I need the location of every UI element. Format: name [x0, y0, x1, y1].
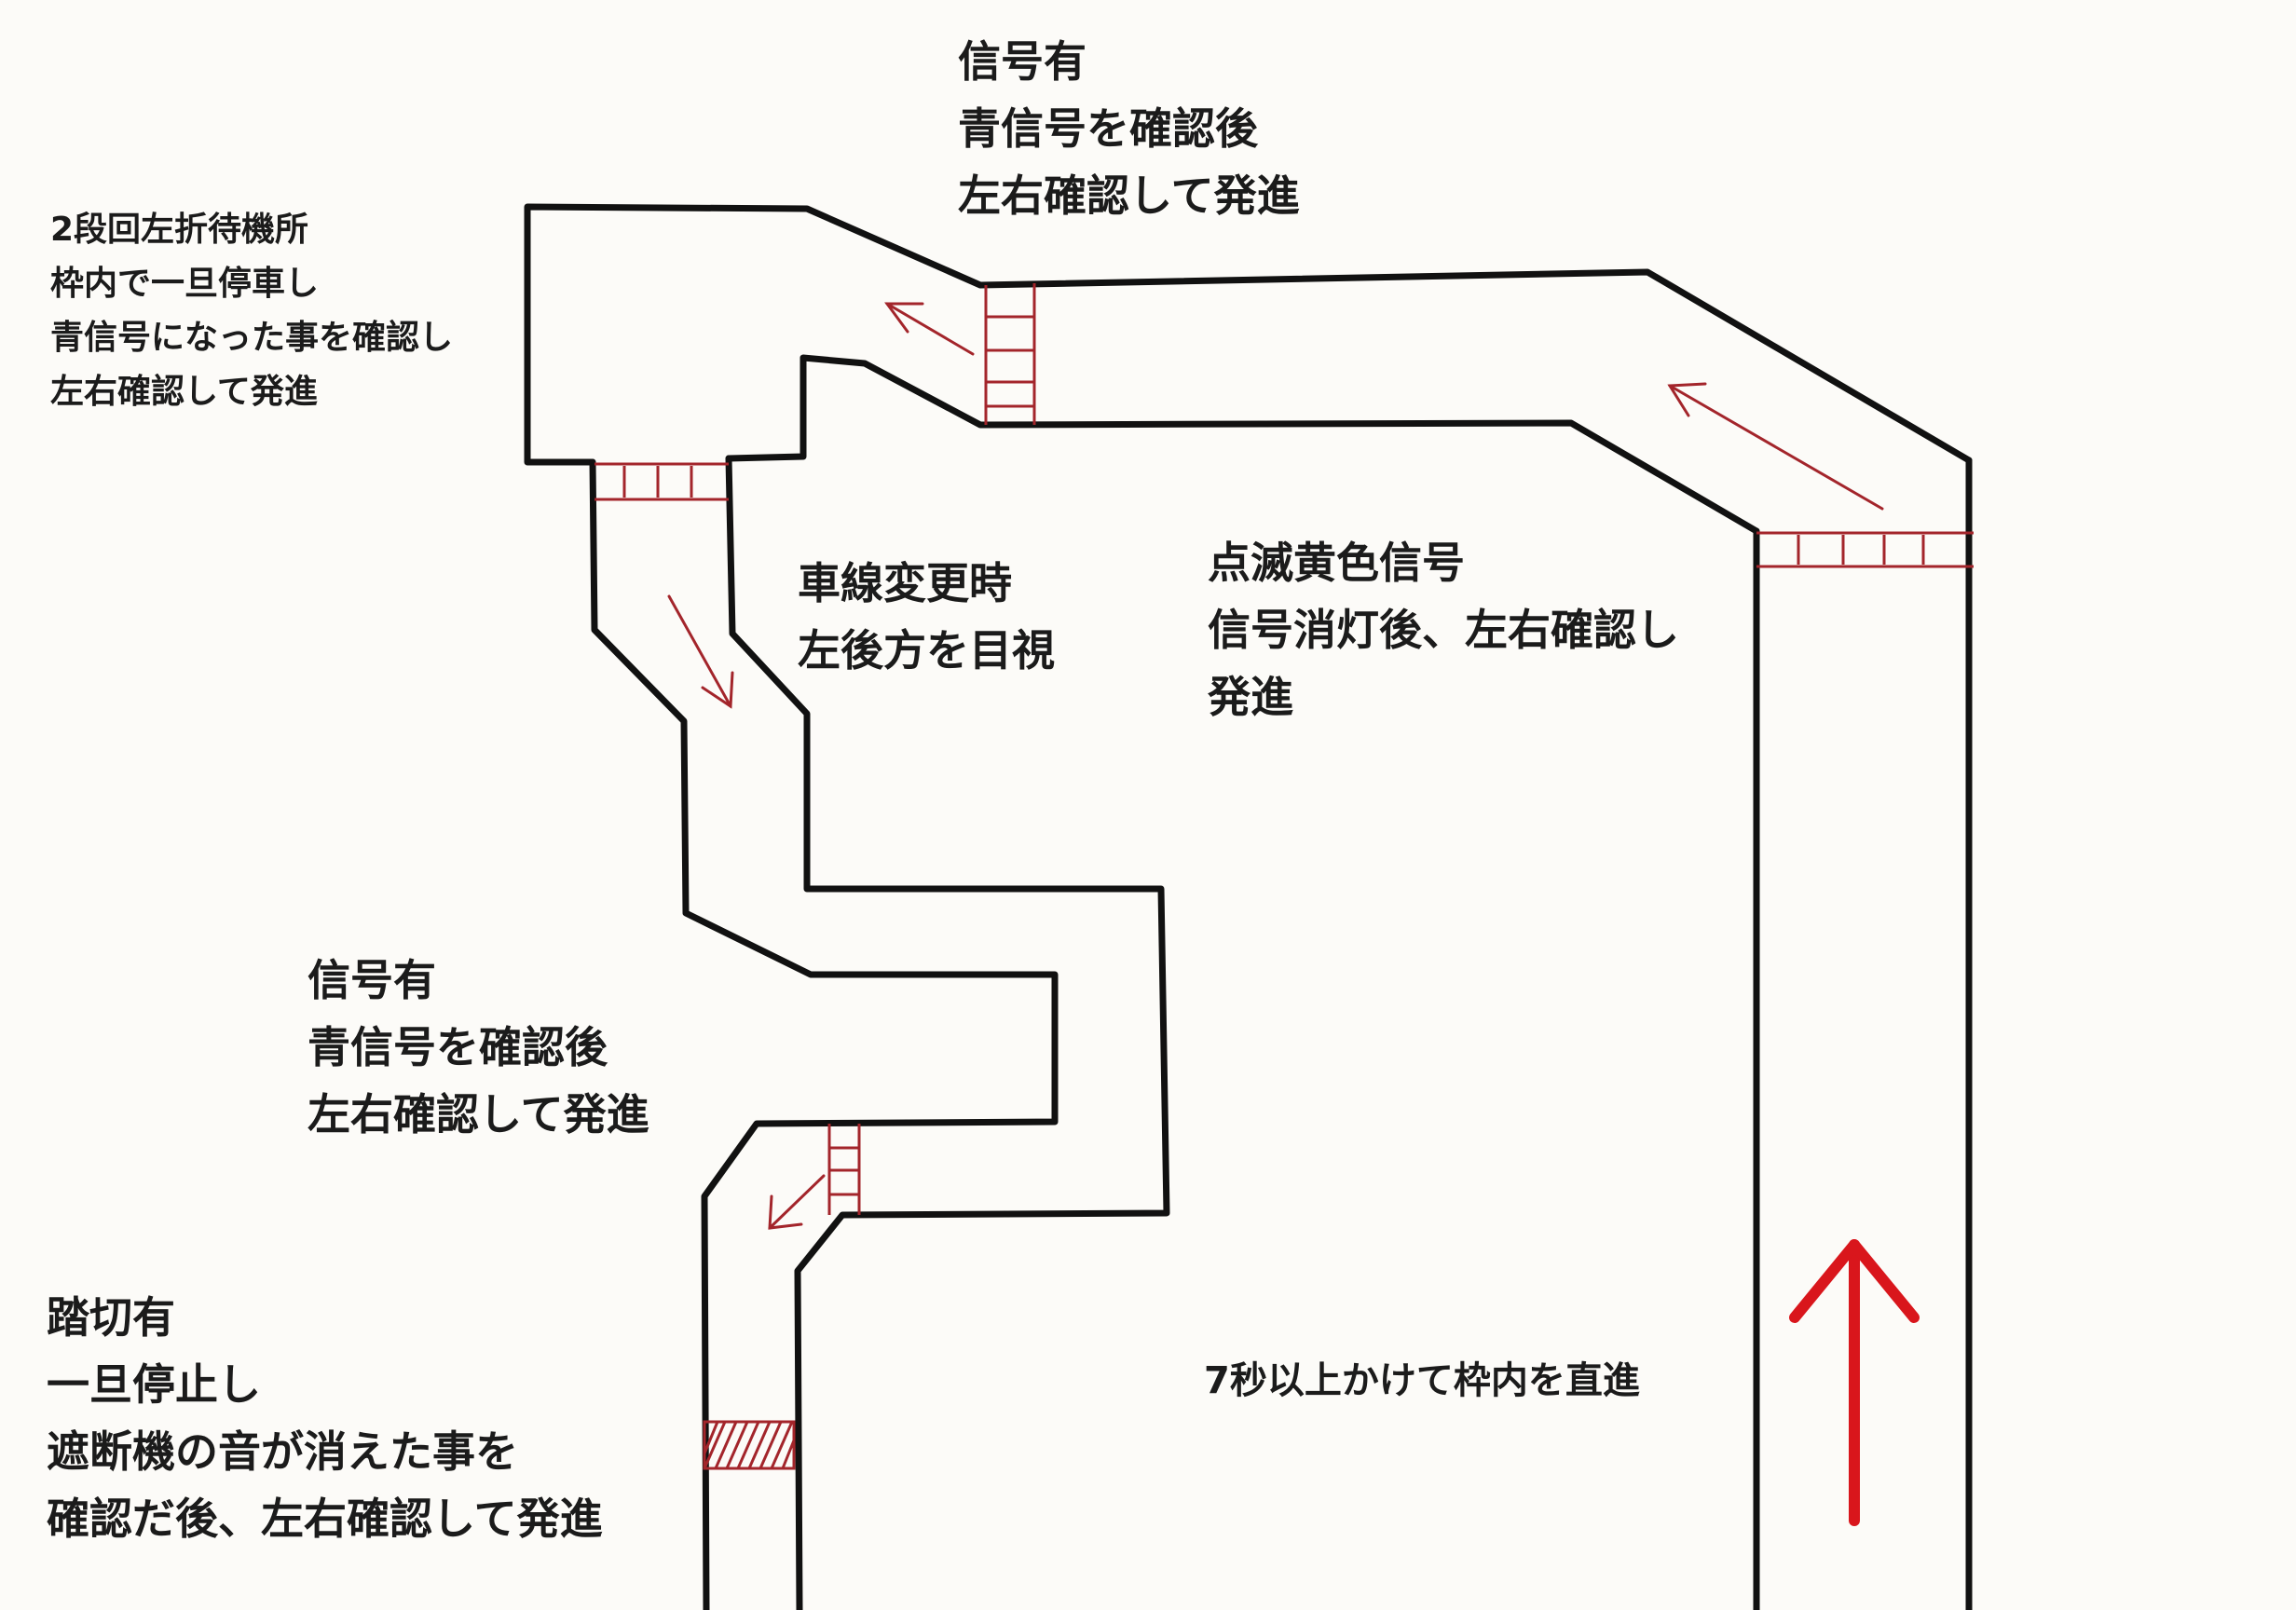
direction-arrows	[667, 302, 1884, 1230]
road-edge-zigzag-right	[725, 455, 1170, 1610]
road-outline	[524, 203, 1973, 1610]
note-top-signal-line-3: 左右確認して発進	[958, 171, 1300, 221]
note-lane-change-line-2: 左後方を目視	[798, 625, 1055, 675]
note-railroad-line-3: 遮断機の音が消えた事を	[47, 1426, 518, 1477]
upper-left-crosswalk	[594, 462, 729, 501]
note-blinking-yellow-line-1: 点滅黄色信号	[1208, 538, 1465, 588]
note-left-turn-line-4: 左右確認して発進	[50, 373, 318, 411]
note-left-turn-line-1: 2段回左折待機所	[50, 211, 309, 249]
note-top-signal: 信号有 青信号を確認後 左右確認して発進	[958, 28, 1300, 229]
note-left-turn-line-3: 青信号になった事を確認し	[50, 319, 454, 357]
arrow-down-left-lower-road-icon	[768, 1174, 826, 1230]
note-lane-change: 車線変更時 左後方を目視	[798, 550, 1055, 684]
note-railroad-line-1: 踏切有	[47, 1292, 175, 1343]
arrow-down-right-zigzag-icon	[667, 594, 734, 709]
railroad-crossing-box	[703, 1420, 796, 1470]
note-railroad-line-4: 確認だ後、左右確認して発進	[47, 1494, 603, 1544]
note-railroad-crossing: 踏切有 一旦停止し 遮断機の音が消えた事を 確認だ後、左右確認して発進	[47, 1284, 603, 1552]
arrow-up-left-right-road-icon	[1667, 382, 1884, 511]
note-blinking-yellow-line-2: 信号消灯後、左右確認し	[1208, 605, 1679, 655]
note-railroad-line-2: 一旦停止し	[47, 1359, 261, 1410]
road-edge-top-outer	[524, 203, 1973, 466]
note-top-signal-line-1: 信号有	[958, 36, 1086, 87]
road-edge-zigzag-left	[589, 458, 1059, 1610]
note-straight-run-line-1: 7秒以上かけて枠内を直進	[1204, 1359, 1640, 1402]
note-left-turn-line-2: 枠内で一旦停車し	[50, 265, 320, 303]
note-blinking-yellow-line-3: 発進	[1208, 672, 1293, 722]
note-top-signal-line-2: 青信号を確認後	[958, 103, 1258, 154]
note-lane-change-line-1: 車線変更時	[798, 558, 1012, 608]
top-crosswalk	[984, 283, 1036, 425]
arrow-left-top-road-icon	[884, 302, 975, 356]
road-edge-top-inner	[725, 354, 1760, 535]
right-crosswalk	[1756, 531, 1974, 568]
stop-markings	[594, 283, 1974, 1215]
lower-crosswalk	[827, 1124, 861, 1215]
note-blinking-yellow: 点滅黄色信号 信号消灯後、左右確認し 発進	[1208, 529, 1679, 730]
note-left-turn-waiting: 2段回左折待機所 枠内で一旦停車し 青信号になった事を確認し 左右確認して発進	[50, 203, 453, 419]
start-arrow-icon	[1789, 1239, 1920, 1526]
note-middle-signal-line-3: 左右確認して発進	[308, 1089, 649, 1139]
note-middle-signal: 信号有 青信号を確認後 左右確認して発進	[308, 947, 649, 1148]
note-middle-signal-line-1: 信号有	[308, 955, 436, 1005]
note-straight-run: 7秒以上かけて枠内を直進	[1204, 1353, 1640, 1409]
note-middle-signal-line-2: 青信号を確認後	[308, 1022, 608, 1072]
